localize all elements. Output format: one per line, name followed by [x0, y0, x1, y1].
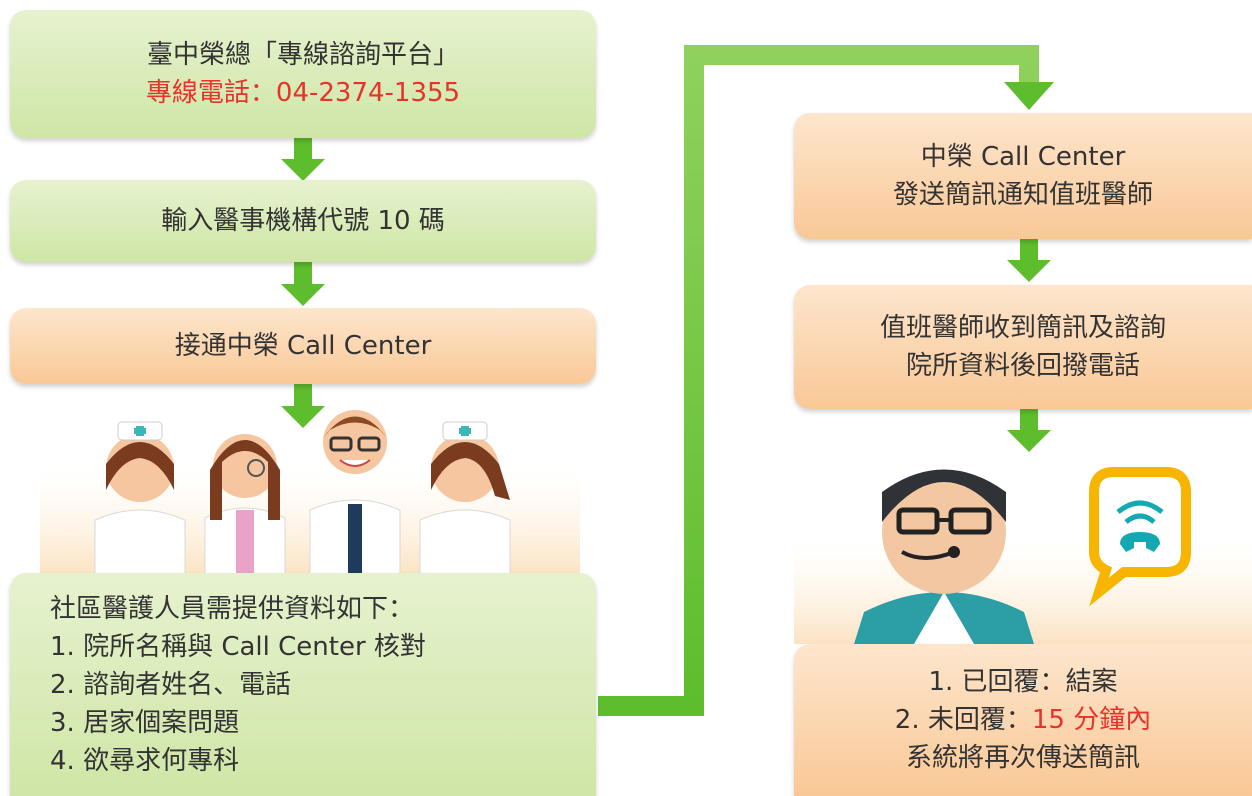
info-box: 社區醫護人員需提供資料如下： 1. 院所名稱與 Call Center 核對 2… [10, 573, 596, 796]
connect-box: 接通中榮 Call Center [10, 308, 596, 384]
info-item-3: 3. 居家個案問題 [50, 707, 240, 738]
code-box-text: 輸入醫事機構代號 10 碼 [161, 206, 445, 236]
code-box: 輸入醫事機構代號 10 碼 [10, 180, 596, 262]
result-line2-highlight: 15 分鐘內 [1031, 705, 1152, 735]
info-item-1: 1. 院所名稱與 Call Center 核對 [50, 631, 426, 662]
arrow-down-4 [1007, 238, 1051, 282]
arrow-down-5 [1007, 408, 1051, 452]
result-box: 1. 已回覆：結案 2. 未回覆：15 分鐘內 系統將再次傳送簡訊 [794, 644, 1252, 796]
info-heading: 社區醫護人員需提供資料如下： [50, 593, 415, 624]
callback-box-line1: 值班醫師收到簡訊及諮詢 [879, 313, 1166, 343]
callback-box-line2: 院所資料後回撥電話 [905, 351, 1140, 381]
phone-call-icon [1089, 467, 1191, 607]
result-line3: 系統將再次傳送簡訊 [905, 743, 1140, 773]
connect-box-text: 接通中榮 Call Center [174, 331, 432, 361]
hotline-box: 臺中榮總「專線諮詢平台」 專線電話：04-2374-1355 [10, 10, 596, 138]
medical-staff-group-icon [40, 410, 580, 575]
result-line2-prefix: 2. 未回覆： [894, 705, 1032, 735]
info-item-4: 4. 欲尋求何專科 [50, 745, 240, 776]
doctor-headset-icon [794, 467, 1252, 644]
result-line1: 1. 已回覆：結案 [928, 667, 1118, 697]
arrow-down-3 [281, 384, 325, 428]
sms-box-line1: 中榮 Call Center [920, 142, 1126, 172]
result-line2: 2. 未回覆：15 分鐘內 [895, 701, 1151, 739]
hotline-title: 臺中榮總「專線諮詢平台」 [146, 40, 459, 70]
callback-box: 值班醫師收到簡訊及諮詢 院所資料後回撥電話 [794, 285, 1252, 409]
sms-box: 中榮 Call Center 發送簡訊通知值班醫師 [794, 113, 1252, 239]
hotline-phone: 專線電話：04-2374-1355 [145, 78, 461, 108]
arrow-down-2 [281, 262, 325, 306]
sms-box-line2: 發送簡訊通知值班醫師 [892, 180, 1153, 210]
arrow-down-1 [281, 137, 325, 181]
info-item-2: 2. 諮詢者姓名、電話 [50, 669, 292, 700]
